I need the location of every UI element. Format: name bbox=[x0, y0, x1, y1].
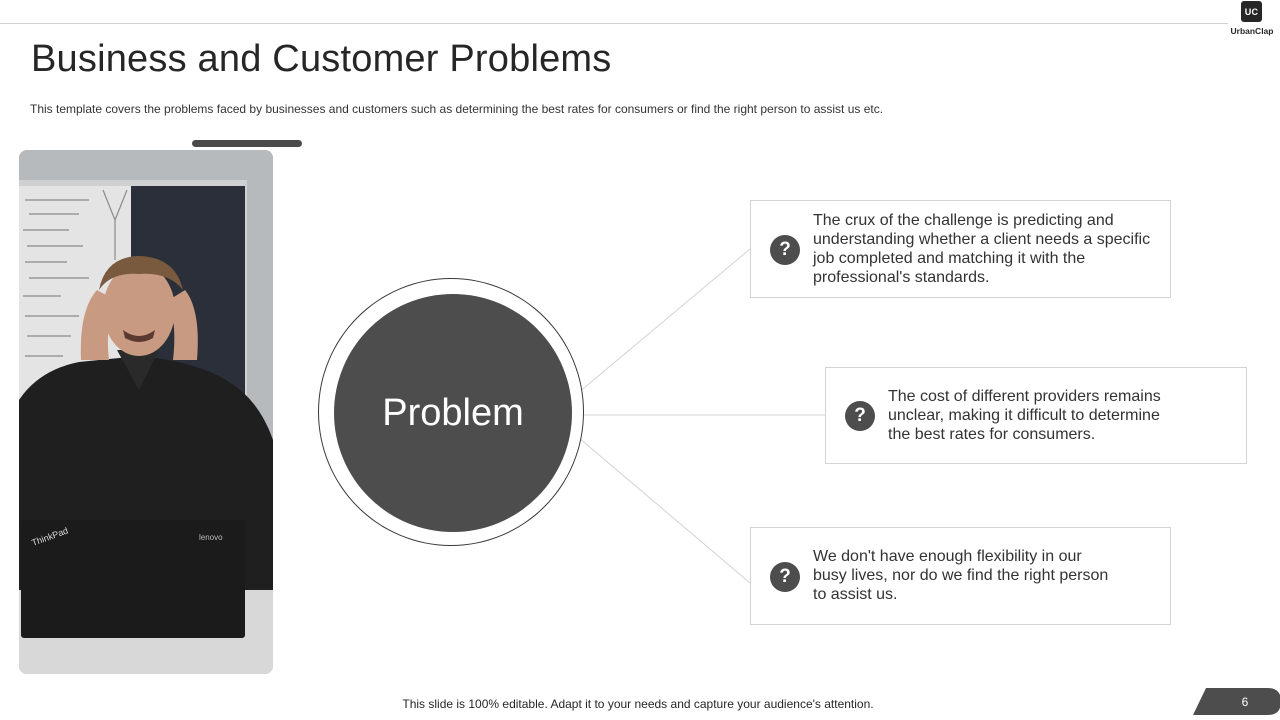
urbanclap-logo: UC UrbanClap bbox=[1226, 0, 1280, 40]
logo-wordmark: UrbanClap bbox=[1230, 26, 1274, 36]
problem-card-text: The cost of different providers remains … bbox=[888, 388, 1161, 443]
problem-card-text: The crux of the challenge is predicting … bbox=[813, 212, 1151, 286]
problem-hub: Problem bbox=[334, 294, 572, 532]
header-divider bbox=[0, 23, 1228, 24]
question-icon: ? bbox=[770, 562, 800, 592]
question-icon: ? bbox=[845, 401, 875, 431]
question-icon: ? bbox=[770, 235, 800, 265]
page-number-tab bbox=[1193, 688, 1280, 715]
footer-note-text: This slide is 100% editable. Adapt it to… bbox=[402, 697, 874, 711]
accent-bar bbox=[192, 140, 302, 147]
logo-mark: UC bbox=[1241, 1, 1262, 22]
problem-card-1: ? The crux of the challenge is predictin… bbox=[750, 200, 1171, 298]
page-number: 6 bbox=[1241, 695, 1249, 709]
problem-card-text: We don't have enough flexibility in our … bbox=[813, 548, 1109, 603]
footer-note: This slide is 100% editable. Adapt it to… bbox=[0, 697, 1280, 711]
laptop-brand-label: lenovo bbox=[199, 533, 223, 542]
frustrated-man-photo: ThinkPad lenovo bbox=[19, 150, 273, 674]
slide-subtitle: This template covers the problems faced … bbox=[30, 102, 884, 116]
problem-card-3: ? We don't have enough flexibility in ou… bbox=[750, 527, 1171, 625]
slide-title: Business and Customer Problems bbox=[31, 38, 612, 80]
problem-card-2: ? The cost of different providers remain… bbox=[825, 367, 1247, 464]
